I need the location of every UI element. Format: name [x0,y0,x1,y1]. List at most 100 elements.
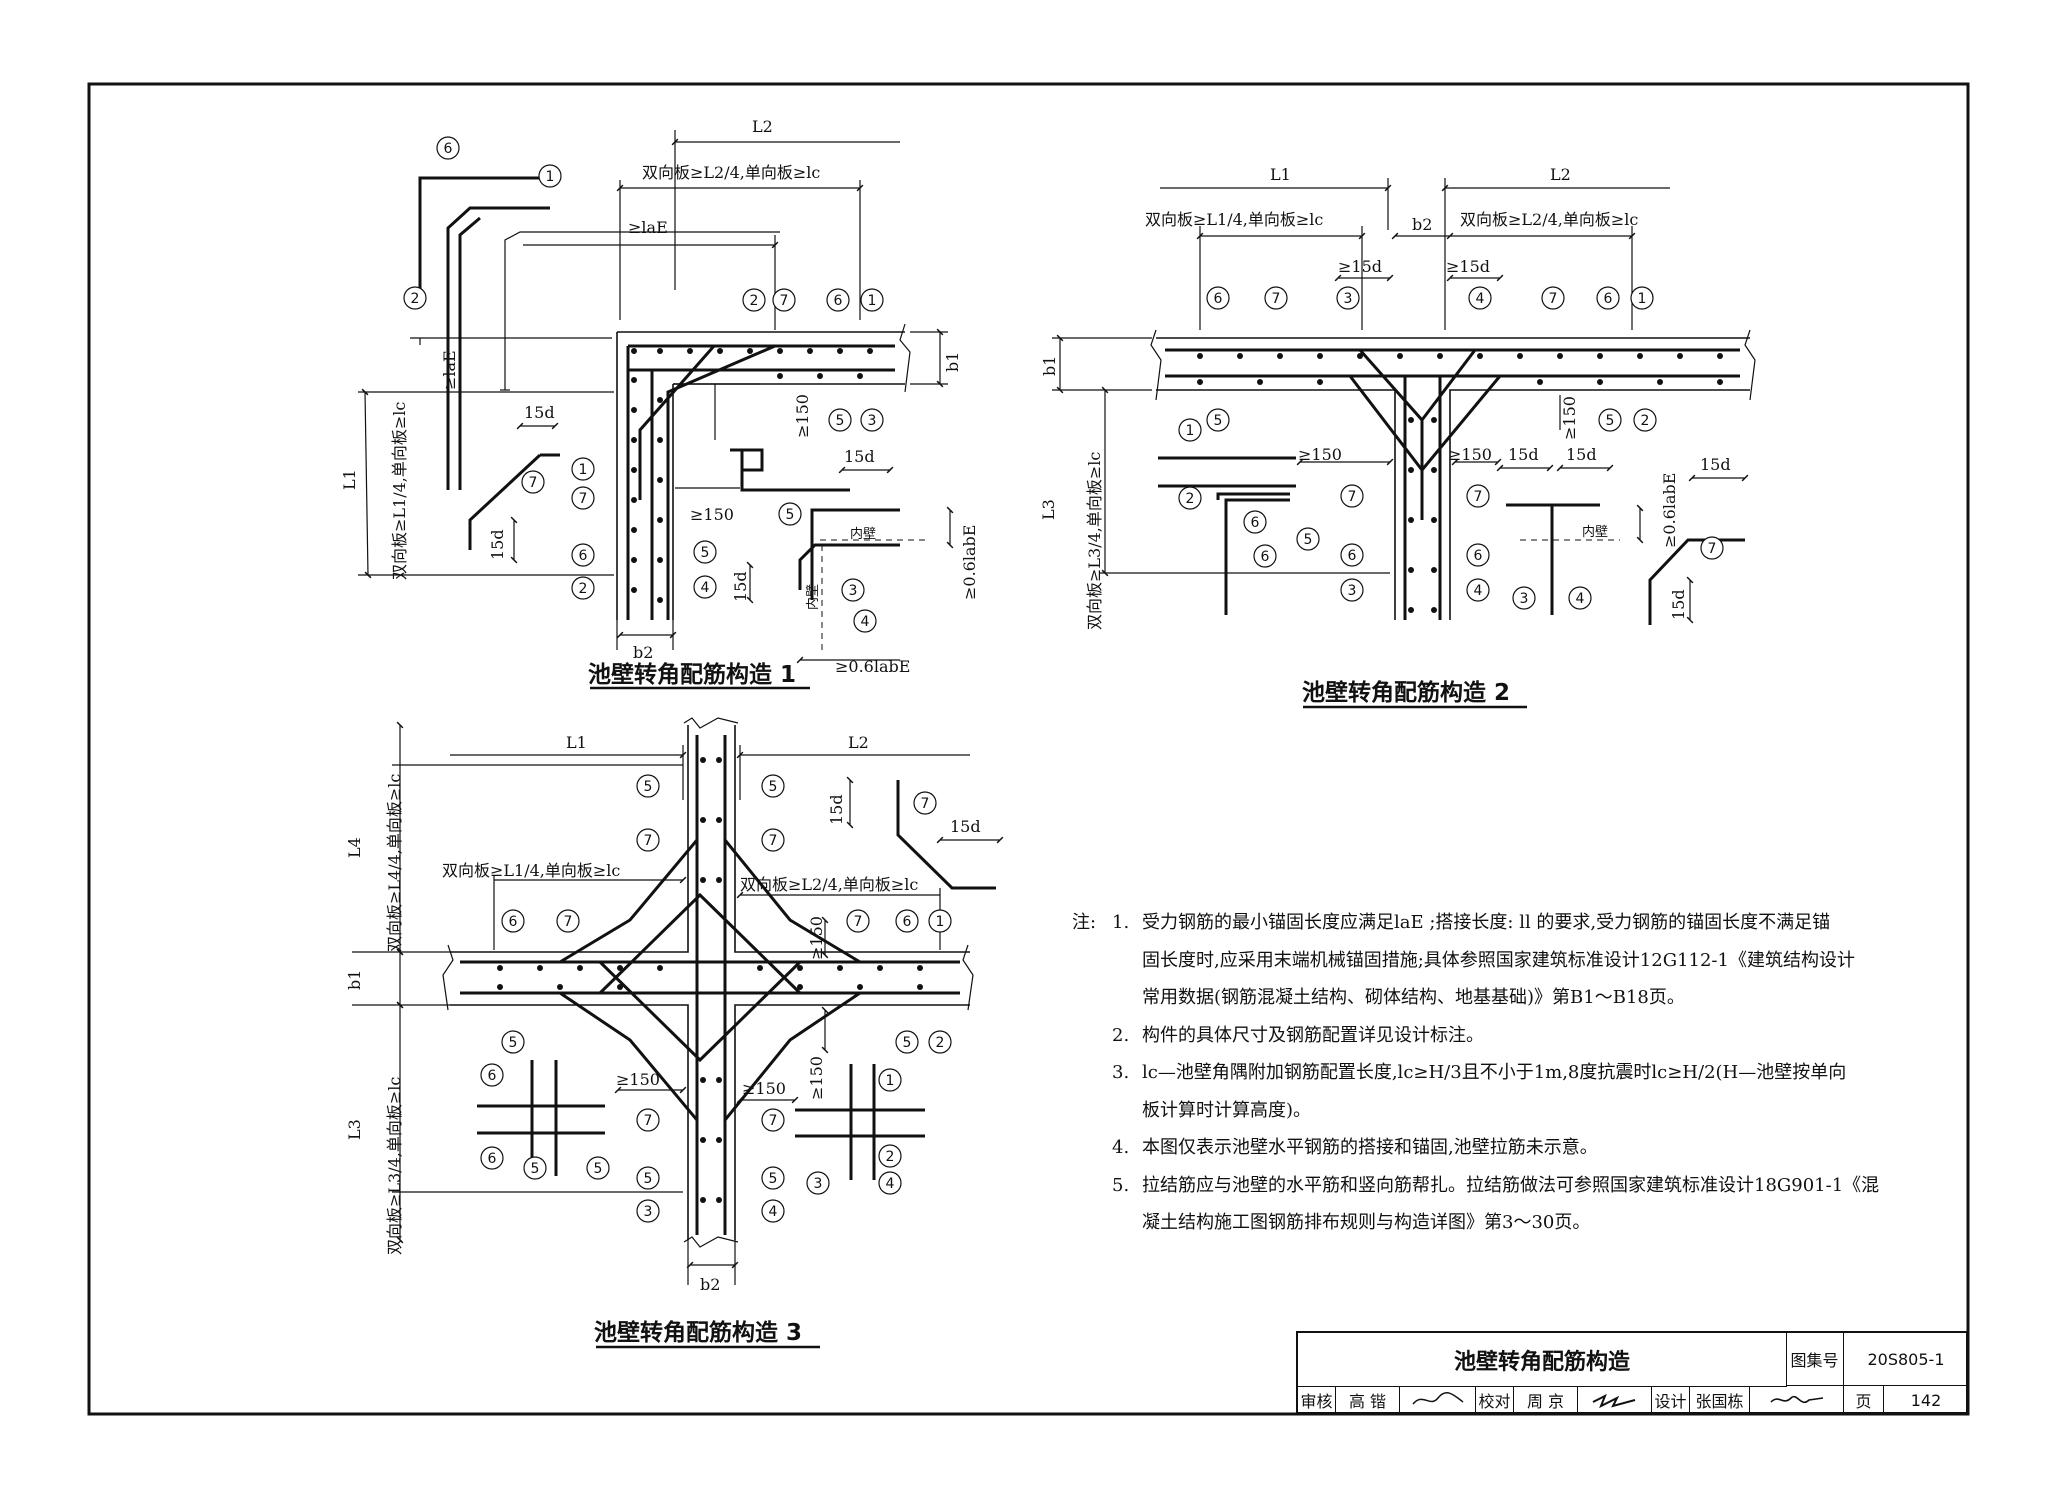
fig1-dim-labE-b: ≥0.6labE [835,657,910,676]
fig2-markers [1178,286,1724,610]
notes-block: 注: 1. 受力钢筋的最小锚固长度应满足laE ;搭接长度: ll 的要求,受力… [1072,904,1952,1242]
design-name: 张国栋 [1690,1386,1750,1414]
fig1-detail-bars [730,448,900,600]
svg-text:2: 2 [936,1035,945,1051]
svg-text:6: 6 [579,548,588,564]
svg-text:6: 6 [488,1151,497,1167]
design-signature [1750,1386,1844,1414]
fig1-dim-laE: ≥laE [628,218,668,237]
fig1-dim-ge150-a: ≥150 [793,394,812,438]
note-2: 2. 构件的具体尺寸及钢筋配置详见设计标注。 [1072,1017,1952,1055]
fig1-markers [403,136,884,633]
fig3-title: 池壁转角配筋构造 3 [594,1319,802,1346]
fig3-dim-ge150-d: ≥150 [742,1079,786,1098]
svg-text:5: 5 [903,1035,912,1051]
svg-text:7: 7 [1348,489,1357,505]
svg-text:7: 7 [854,914,863,930]
note-5-number: 5. [1112,1174,1130,1196]
fig3-right-requirement: 双向板≥L2/4,单向板≥lc [740,875,918,894]
svg-text:7: 7 [769,1113,778,1129]
note-2-number: 2. [1112,1024,1130,1046]
svg-text:1: 1 [1186,423,1195,439]
fig1-dim-b2: b2 [633,643,653,662]
fig3-dim-lines [352,721,1004,1285]
svg-text:5: 5 [769,779,778,795]
note-1: 注: 1. 受力钢筋的最小锚固长度应满足laE ;搭接长度: ll 的要求,受力… [1072,904,1952,942]
note-1-line-2: 固长度时,应采用末端机械锚固措施;具体参照国家建筑标准设计12G112-1《建筑… [1142,949,1855,971]
fig2-title: 池壁转角配筋构造 2 [1302,679,1510,706]
svg-text:5: 5 [509,1035,518,1051]
svg-text:4: 4 [886,1176,895,1192]
svg-text:4: 4 [1474,583,1483,599]
svg-text:3: 3 [814,1176,823,1192]
svg-text:5: 5 [531,1161,540,1177]
fig1-secondary [673,383,760,440]
check-label: 校对 [1476,1386,1514,1414]
svg-text:5: 5 [769,1171,778,1187]
svg-text:1: 1 [868,293,877,309]
svg-text:6: 6 [1604,291,1613,307]
fig3-markers [480,774,952,1223]
svg-text:6: 6 [1261,549,1270,565]
svg-text:2: 2 [1641,413,1650,429]
svg-text:2: 2 [1186,491,1195,507]
note-5: 5. 拉结筋应与池壁的水平筋和竖向筋帮扎。拉结筋做法可参照国家建筑标准设计18G… [1072,1167,1952,1205]
fig2-dim-ge150-c: ≥150 [1560,396,1579,440]
svg-text:5: 5 [786,507,795,523]
fig3-top-requirement: 双向板≥L4/4,单向板≥lc [385,774,404,952]
note-4: 4. 本图仅表示池壁水平钢筋的搭接和锚固,池壁拉筋未示意。 [1072,1129,1952,1167]
svg-text:1: 1 [936,914,945,930]
svg-text:5: 5 [836,413,845,429]
atlas-number: 20S805-1 [1844,1333,1968,1386]
note-5-line-1: 拉结筋应与池壁的水平筋和竖向筋帮扎。拉结筋做法可参照国家建筑标准设计18G901… [1142,1174,1880,1196]
review-signature [1400,1386,1476,1414]
svg-text:2: 2 [579,581,588,597]
note-5-line-2: 凝土结构施工图钢筋排布规则与构造详图》第3～30页。 [1142,1212,1591,1233]
fig2-dim-lines [1052,178,1749,624]
atlas-label: 图集号 [1786,1333,1844,1386]
fig2-bottom-requirement: 双向板≥L3/4,单向板≥lc [1085,452,1104,630]
fig1-dim-lines [358,130,954,664]
svg-text:7: 7 [921,796,930,812]
svg-text:5: 5 [594,1161,603,1177]
fig2-rebars [1165,348,1740,620]
svg-text:3: 3 [1520,591,1529,607]
svg-text:4: 4 [1476,291,1485,307]
fig2-dim-15d-b: ≥15d [1446,257,1490,276]
fig3-bottom-requirement: 双向板≥L3/4,单向板≥lc [385,1077,404,1255]
design-label: 设计 [1652,1386,1690,1414]
fig3-dim-L1: L1 [566,733,587,752]
fig1-title: 池壁转角配筋构造 1 [588,661,796,688]
fig3-dim-b2: b2 [700,1275,720,1294]
svg-text:7: 7 [1549,291,1558,307]
svg-text:5: 5 [644,779,653,795]
svg-text:5: 5 [644,1171,653,1187]
fig1-inner-wall-b: 内壁 [805,584,821,610]
svg-text:7: 7 [564,914,573,930]
fig2-dim-15d-f: 15d [1669,589,1688,620]
fig2-dim-L1: L1 [1270,165,1291,184]
fig2-dim-b2: b2 [1412,215,1432,234]
svg-text:6: 6 [1348,548,1357,564]
note-1-number: 1. [1112,912,1130,933]
fig2-dim-L3: L3 [1039,499,1058,520]
fig1-dim-15d-d: 15d [731,571,750,602]
svg-text:7: 7 [529,475,538,491]
svg-text:2: 2 [886,1149,895,1165]
fig3-dim-15d-a: 15d [827,794,846,825]
fig2-dim-15d-d: 15d [1566,445,1597,464]
svg-text:7: 7 [1272,291,1281,307]
fig2-inner-wall: 内壁 [1582,524,1608,540]
review-label: 审核 [1298,1386,1336,1414]
fig3-dim-L4: L4 [345,837,364,858]
note-1-line-1: 受力钢筋的最小锚固长度应满足laE ;搭接长度: ll 的要求,受力钢筋的锚固长… [1142,912,1831,933]
fig2-rebar-dots [1197,353,1723,613]
fig1-dim-labE-a: ≥0.6labE [960,525,979,600]
svg-text:5: 5 [1606,413,1615,429]
svg-text:3: 3 [849,583,858,599]
fig1-dim-15d-c: 15d [844,447,875,466]
fig1-dim-L1: L1 [340,469,359,490]
fig1-dim-15d-b: 15d [488,529,507,560]
fig1-top-requirement: 双向板≥L2/4,单向板≥lc [642,163,820,182]
